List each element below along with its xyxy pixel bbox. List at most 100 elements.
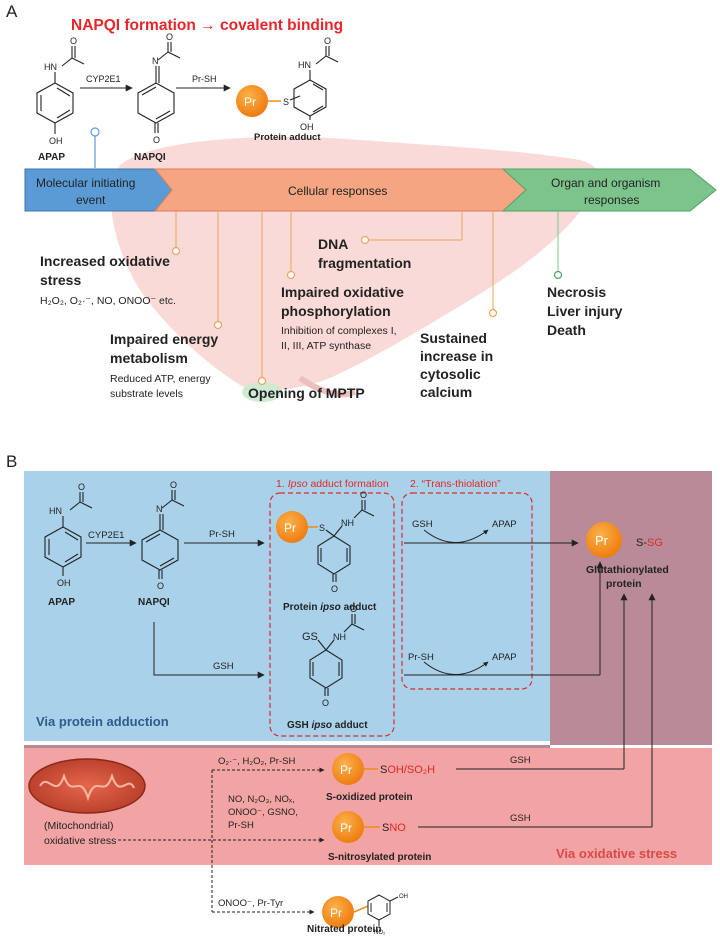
- calcium-line2: increase in: [420, 348, 493, 364]
- ipso-s: S: [319, 523, 325, 533]
- prsh-label-a: Pr-SH: [192, 74, 217, 84]
- energy-sub1: Reduced ATP, energy: [110, 373, 211, 385]
- pr-badge-ipso: [276, 511, 308, 543]
- stage-organ: [501, 168, 717, 212]
- path2-reagents-1: NO, N₂O₃, NOₓ,: [228, 794, 295, 805]
- panel-a-title: NAPQI formation → covalent binding: [71, 17, 343, 34]
- pr-badge-nitrated: [322, 896, 354, 928]
- napqi-b-o-top: O: [170, 480, 177, 490]
- ipso-dashed-box: [269, 492, 395, 737]
- calcium-line1: Sustained: [420, 330, 487, 346]
- cyp-label-a: CYP2E1: [86, 74, 121, 84]
- via-oxidative-label: Via oxidative stress: [556, 846, 677, 861]
- path2-reagents-3: Pr-SH: [228, 820, 254, 831]
- apap-b-oh: OH: [57, 578, 71, 588]
- apap-a-o: O: [70, 36, 77, 46]
- energy-line1: Impaired energy: [110, 331, 218, 347]
- oxstress-sub: H₂O₂, O₂·⁻, NO, ONOO⁻ etc.: [40, 295, 176, 307]
- prsh-label-b: Pr-SH: [209, 529, 235, 540]
- apap-label-a: APAP: [38, 152, 65, 163]
- gsh-ipso-nh: NH: [333, 632, 346, 642]
- apap-a-hn: HN: [44, 62, 57, 72]
- organ-line1: Necrosis: [547, 284, 606, 300]
- response-dots: [171, 235, 498, 386]
- napqi-b-o-bottom: O: [157, 581, 164, 591]
- apap-molecule-a: [36, 46, 85, 134]
- glut-line1: Glutathionylated: [586, 564, 669, 576]
- mptp-label: Opening of MPTP: [248, 385, 365, 401]
- oxidative-dashed-paths: [118, 767, 325, 915]
- adduct-hn-a: HN: [298, 60, 311, 70]
- stage-mie-line1: Molecular initiating: [36, 176, 135, 190]
- pr-badge-nitrated-text: Pr: [330, 906, 342, 920]
- sno-label: S-nitrosylated protein: [328, 852, 431, 863]
- sno-gsh-label: GSH: [510, 813, 531, 824]
- mito-line1: (Mitochondrial): [44, 820, 113, 832]
- trans-curve-bottom: [423, 661, 489, 675]
- nitrated-oh: OH: [399, 894, 408, 900]
- protein-ipso-ring: [317, 500, 375, 582]
- napqi-b-n: N: [156, 504, 163, 514]
- mito-line2: oxidative stress: [44, 835, 116, 847]
- box2-title: 2. “Trans-thiolation”: [410, 478, 501, 490]
- napqi-a-o-top: O: [166, 32, 173, 42]
- mauve-strip: [24, 741, 712, 748]
- gsh-ipso-o-bottom: O: [322, 698, 329, 708]
- trans-apap-top: APAP: [492, 519, 517, 530]
- nitrated-label: Nitrated protein: [307, 924, 382, 935]
- stage-cellular-label: Cellular responses: [288, 184, 387, 198]
- stage-organ-line1: Organ and organism: [551, 176, 660, 190]
- stage-arrows: [24, 168, 717, 212]
- calcium-line4: calcium: [420, 384, 472, 400]
- panel-b-letter: B: [6, 452, 17, 471]
- pr-badge-soxid: [332, 753, 364, 785]
- pink-panel: [24, 748, 712, 865]
- oxstress-line1: Increased oxidative: [40, 253, 170, 269]
- sno-group: SNO: [382, 822, 406, 834]
- gsh-ipso-label: GSH ipso adduct: [287, 720, 368, 731]
- oxphos-sub1: Inhibition of complexes I,: [281, 325, 397, 337]
- box1-title: 1. Ipso adduct formation: [276, 478, 389, 490]
- panel-a-letter: A: [6, 2, 18, 21]
- napqi-a-n: N: [152, 56, 159, 66]
- pr-badge-sno-text: Pr: [340, 821, 352, 835]
- gsh-path-arrow: [153, 622, 265, 679]
- organ-line2: Liver injury: [547, 303, 623, 319]
- protein-ipso-o-bottom: O: [331, 584, 338, 594]
- soxid-group: SOH/SO₂H: [380, 764, 435, 776]
- protein-ipso-o-top: O: [360, 490, 367, 500]
- gsh-path-label: GSH: [213, 661, 234, 672]
- oxphos-line2: phosphorylation: [281, 303, 391, 319]
- organ-line3: Death: [547, 322, 586, 338]
- gsh-ipso-o-top: O: [350, 604, 357, 614]
- napqi-label-a: NAPQI: [134, 152, 166, 163]
- mitochondrion-icon: [28, 758, 146, 814]
- transthiolation-dashed-box: [401, 492, 533, 690]
- mauve-panel: [550, 471, 712, 741]
- trans-apap-bottom: APAP: [492, 652, 517, 663]
- adduct-ring-a: [289, 46, 339, 120]
- nitrated-no2: NO₂: [374, 930, 386, 936]
- dna-line1: DNA: [318, 236, 348, 252]
- adduct-o-a: O: [324, 36, 331, 46]
- adduct-oh-a: OH: [300, 122, 314, 132]
- pr-badge-a-text: Pr: [244, 95, 256, 109]
- apap-label-b: APAP: [48, 597, 75, 608]
- pr-badge-soxid-text: Pr: [340, 763, 352, 777]
- oxstress-line2: stress: [40, 272, 81, 288]
- napqi-molecule-a: [137, 42, 181, 133]
- napqi-molecule-b: [141, 490, 185, 579]
- apap-b-hn: HN: [49, 506, 62, 516]
- energy-sub2: substrate levels: [110, 388, 183, 400]
- organ-dot: [553, 270, 563, 280]
- pr-badge-ipso-text: Pr: [284, 521, 296, 535]
- pr-badge-glut-text: Pr: [595, 533, 609, 548]
- gsh-ipso-ring: [309, 614, 365, 696]
- pr-badge-glut: [586, 522, 622, 558]
- apap-b-o: O: [78, 482, 85, 492]
- pr-badge-a: [236, 85, 268, 117]
- response-connectors: [175, 211, 494, 378]
- via-adduction-label: Via protein adduction: [36, 714, 169, 729]
